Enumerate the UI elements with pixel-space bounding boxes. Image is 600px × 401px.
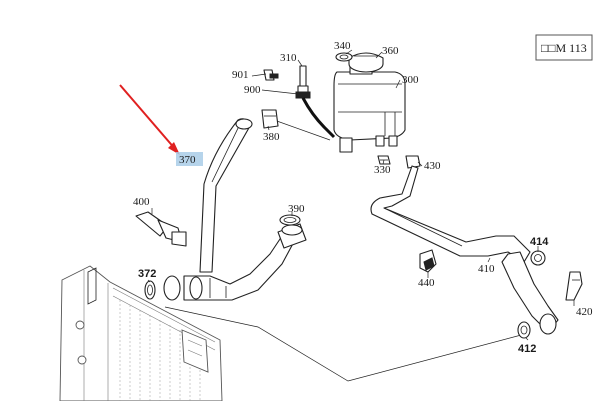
- ring-390: [279, 214, 301, 226]
- expansion-tank: [333, 65, 406, 153]
- callout-412[interactable]: 412: [518, 343, 536, 355]
- ring-414: [530, 250, 546, 266]
- seal-340: [335, 52, 353, 62]
- callout-340[interactable]: 340: [334, 40, 351, 52]
- highlight-box-370: [176, 152, 203, 166]
- hose-412: [501, 251, 559, 335]
- clip-900-901: [263, 69, 279, 81]
- leader-lines: [147, 49, 575, 341]
- callout-900[interactable]: 900: [244, 84, 261, 96]
- level-sensor: [295, 65, 311, 99]
- callout-901[interactable]: 901: [232, 69, 249, 81]
- lower-hose: [163, 223, 307, 301]
- connector-420: [565, 271, 583, 301]
- callout-360[interactable]: 360: [382, 45, 399, 57]
- callout-labels: 900 901 310 340 360 300 380 330 430 370 …: [133, 40, 593, 355]
- callout-372[interactable]: 372: [138, 268, 156, 280]
- sensor-wire: [301, 97, 336, 139]
- callout-400[interactable]: 400: [133, 196, 150, 208]
- ring-412: [517, 321, 531, 339]
- routing-lines: [164, 119, 526, 382]
- callout-430[interactable]: 430: [424, 160, 441, 172]
- bracket-440: [419, 249, 437, 273]
- red-arrow-indicator: [119, 84, 180, 155]
- connector-400: [135, 211, 187, 247]
- callout-440[interactable]: 440: [418, 277, 435, 289]
- callout-414[interactable]: 414: [530, 236, 549, 248]
- callout-420[interactable]: 420: [576, 306, 593, 318]
- clamp-430: [405, 155, 421, 169]
- model-tag: □□M 113: [535, 34, 593, 61]
- callout-300[interactable]: 300: [402, 74, 419, 86]
- callout-410[interactable]: 410: [478, 263, 495, 275]
- tube-410: [370, 165, 531, 263]
- callout-330[interactable]: 330: [374, 164, 391, 176]
- radiator: [59, 265, 223, 401]
- callout-390[interactable]: 390: [288, 203, 305, 215]
- model-tag-text: □□M 113: [541, 41, 587, 55]
- callout-310[interactable]: 310: [280, 52, 297, 64]
- callout-380[interactable]: 380: [263, 131, 280, 143]
- ring-372: [144, 280, 156, 300]
- hose-370: [199, 118, 253, 273]
- callout-370[interactable]: 370: [179, 154, 196, 166]
- clamp-380: [261, 109, 279, 129]
